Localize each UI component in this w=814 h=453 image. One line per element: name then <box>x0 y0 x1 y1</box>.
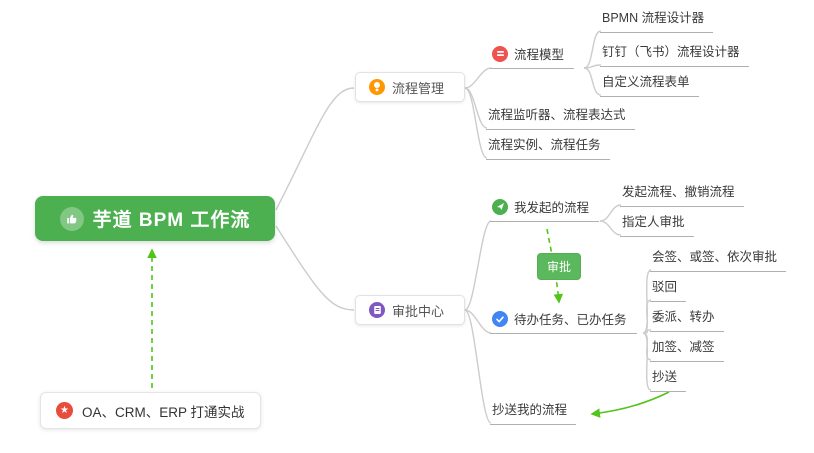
leaf-cc-my-process[interactable]: 抄送我的流程 <box>490 399 577 425</box>
edge-model-customform <box>583 67 602 96</box>
leaf-assignee-approval[interactable]: 指定人审批 <box>620 211 694 237</box>
leaf-dingtalk-designer[interactable]: 钉钉（飞书）流程设计器 <box>600 41 749 67</box>
star-icon: ★ <box>56 402 73 419</box>
note-oa-crm-erp[interactable]: ★ OA、CRM、ERP 打通实战 <box>40 392 261 429</box>
edge-initiated-launch <box>599 204 622 222</box>
send-icon <box>492 198 508 215</box>
leaf-cc[interactable]: 抄送 <box>650 366 687 392</box>
thumbs-up-icon <box>59 206 84 231</box>
leaf-bpmn-designer[interactable]: BPMN 流程设计器 <box>600 7 714 33</box>
node-my-initiated[interactable]: 我发起的流程 <box>490 197 600 222</box>
node-label: 流程管理 <box>392 80 445 96</box>
node-label: 流程模型 <box>514 48 565 62</box>
root-topic-label: 芋道 BPM 工作流 <box>92 210 251 231</box>
edge-root-approval-center <box>275 225 355 311</box>
edge-model-dingtalk <box>583 64 602 69</box>
node-process-management[interactable]: 流程管理 <box>355 72 465 102</box>
edge-initiated-assignee <box>599 220 622 236</box>
edge-center-ccmy <box>464 309 492 424</box>
leaf-instance-task[interactable]: 流程实例、流程任务 <box>486 134 610 160</box>
edge-root-process-mgmt <box>275 87 355 211</box>
edge-mgmt-instance <box>464 87 488 159</box>
leaf-countersign[interactable]: 会签、或签、依次审批 <box>650 246 787 272</box>
root-topic[interactable]: 芋道 BPM 工作流 <box>35 196 275 241</box>
edge-mgmt-listener <box>464 87 488 129</box>
edge-center-initiated <box>464 220 492 311</box>
clipboard-icon <box>369 302 385 318</box>
edge-center-todo <box>464 309 492 334</box>
note-label: OA、CRM、ERP 打通实战 <box>82 404 245 420</box>
leaf-delegate-transfer[interactable]: 委派、转办 <box>650 306 724 332</box>
arrow-cc-to-ccmy <box>590 391 670 418</box>
node-label: 待办任务、已办任务 <box>514 313 627 327</box>
flow-model-icon <box>492 45 508 62</box>
tasks-icon <box>492 310 508 327</box>
bulb-icon <box>369 79 385 95</box>
leaf-addsign-removesign[interactable]: 加签、减签 <box>650 336 724 362</box>
node-todo-done-tasks[interactable]: 待办任务、已办任务 <box>490 309 637 334</box>
approval-relation-badge[interactable]: 审批 <box>537 253 582 280</box>
node-approval-center[interactable]: 审批中心 <box>355 295 465 325</box>
edge-mgmt-model <box>464 67 492 89</box>
leaf-listener-expression[interactable]: 流程监听器、流程表达式 <box>486 104 635 130</box>
leaf-custom-form[interactable]: 自定义流程表单 <box>600 71 699 97</box>
node-label: 我发起的流程 <box>514 201 590 215</box>
node-process-model[interactable]: 流程模型 <box>490 44 575 69</box>
node-label: 审批中心 <box>392 303 445 319</box>
leaf-initiate-cancel[interactable]: 发起流程、撤销流程 <box>620 181 744 207</box>
edge-model-bpmn <box>583 30 602 69</box>
leaf-reject[interactable]: 驳回 <box>650 276 687 302</box>
